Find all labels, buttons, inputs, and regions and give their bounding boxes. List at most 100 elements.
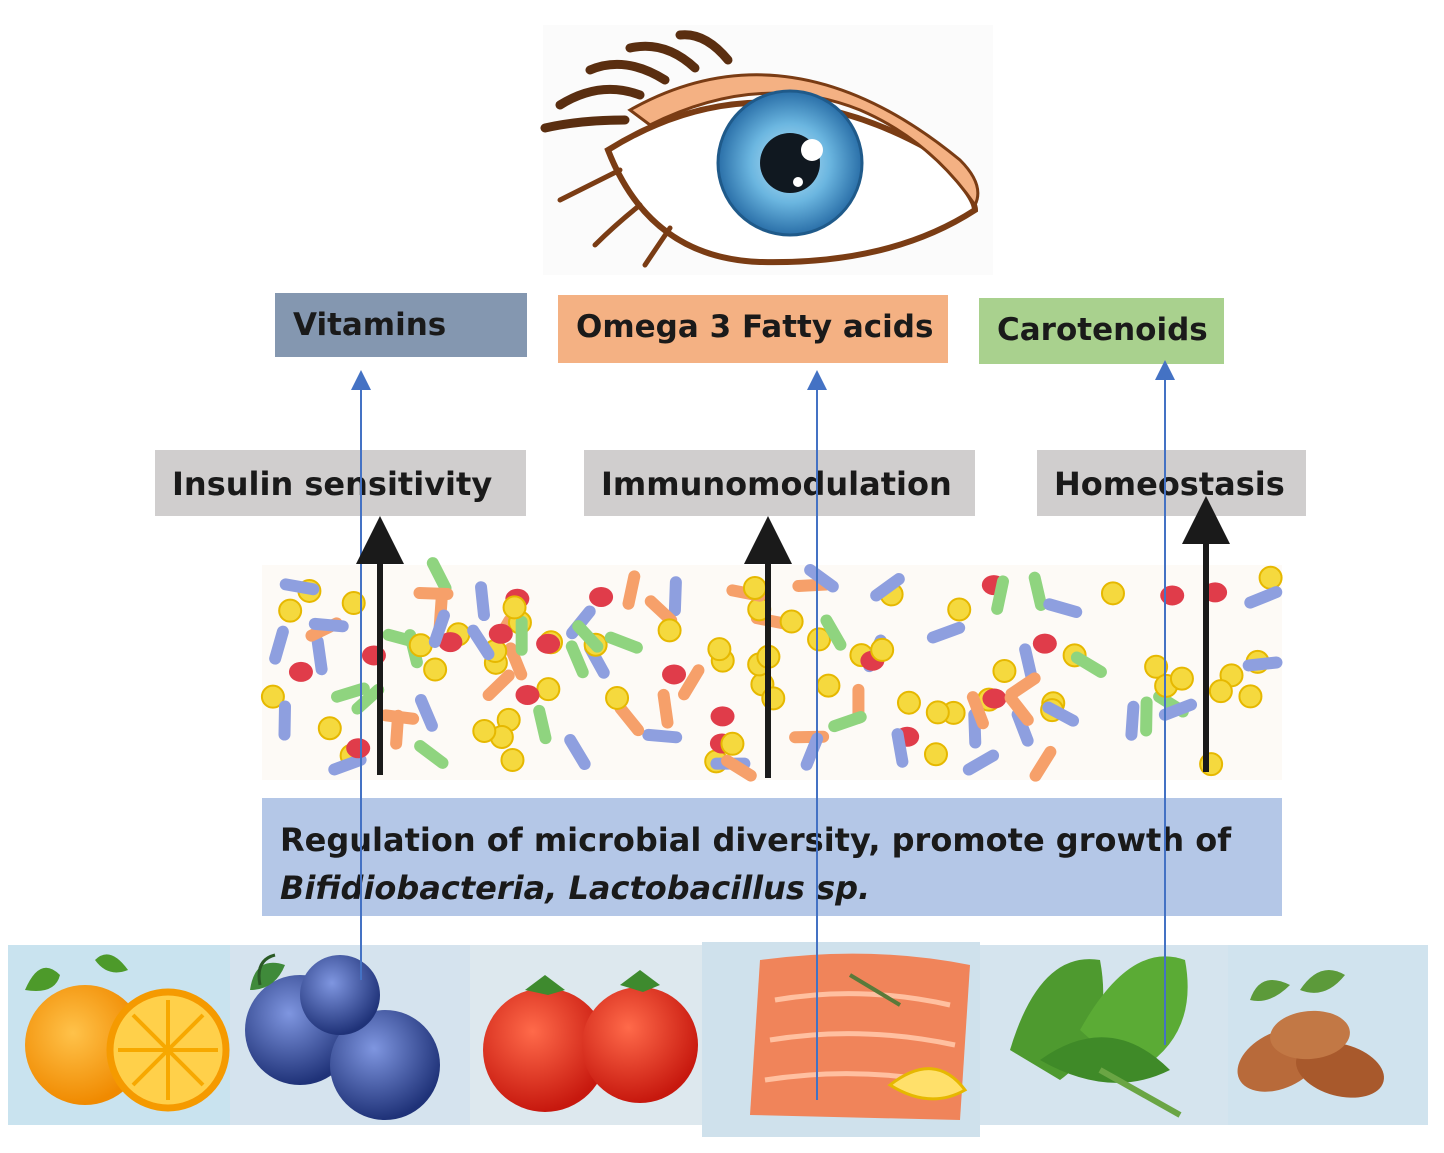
- spinach-icon: [980, 945, 1228, 1125]
- red-microbe: [1160, 585, 1185, 606]
- rod-microbe: [504, 642, 528, 681]
- cocci-microbe: [807, 627, 832, 652]
- rod-microbe: [1004, 691, 1034, 726]
- red-microbe: [488, 623, 513, 644]
- food-strip: [8, 942, 1428, 1137]
- cocci-microbe: [1144, 654, 1169, 679]
- nutrient-box-omega3: Omega 3 Fatty acids: [558, 295, 948, 363]
- cocci-microbe: [707, 637, 732, 662]
- rod-microbe: [828, 711, 867, 733]
- rod-microbe: [1011, 708, 1034, 747]
- rod-microbe: [475, 581, 490, 622]
- rod-microbe: [413, 586, 454, 600]
- red-microbe: [1032, 633, 1057, 654]
- rod-microbe: [351, 683, 385, 715]
- cocci-microbe: [1169, 666, 1194, 691]
- rod-microbe: [428, 609, 450, 648]
- regulation-box: Regulation of microbial diversity, promo…: [262, 798, 1282, 916]
- red-microbe: [589, 586, 614, 607]
- red-microbe: [346, 738, 371, 759]
- cocci-microbe: [925, 700, 950, 725]
- red-microbe: [536, 633, 561, 654]
- rod-microbe: [482, 669, 515, 702]
- rod-microbe: [308, 617, 349, 633]
- rod-microbe: [962, 749, 1000, 776]
- rod-microbe: [269, 625, 289, 665]
- rod-microbe: [1242, 656, 1283, 672]
- nutrient-box-carotenoids: Carotenoids: [979, 298, 1224, 364]
- cocci-microbe: [1258, 565, 1283, 590]
- cocci-microbe: [779, 609, 804, 634]
- rod-microbe: [1244, 586, 1283, 609]
- cocci-microbe: [992, 658, 1017, 683]
- red-microbe: [438, 632, 463, 653]
- red-microbe: [361, 645, 386, 666]
- rod-microbe: [891, 728, 909, 768]
- rod-microbe: [515, 615, 528, 656]
- rod-microbe: [622, 570, 641, 610]
- salmon-icon: [702, 942, 980, 1137]
- cocci-microbe: [278, 598, 303, 623]
- cocci-microbe: [947, 597, 972, 622]
- regulation-line-1: Regulation of microbial diversity, promo…: [280, 821, 1232, 859]
- rod-microbe: [820, 614, 847, 651]
- red-microbe: [515, 684, 540, 705]
- cocci-microbe: [260, 684, 285, 709]
- rod-microbe: [414, 740, 449, 769]
- tomatoes-icon: [470, 945, 702, 1125]
- rod-microbe: [991, 575, 1009, 615]
- eye-icon: [540, 25, 993, 275]
- rod-microbe: [642, 728, 683, 744]
- blueberries-icon: [230, 945, 470, 1125]
- rod-microbe: [657, 688, 674, 729]
- effect-box-immunomodulation: Immunomodulation: [584, 450, 975, 516]
- cocci-microbe: [870, 637, 895, 662]
- rod-microbe: [278, 700, 291, 741]
- nutrient-box-vitamins: Vitamins: [275, 293, 527, 357]
- almonds-icon: [1228, 945, 1428, 1125]
- cocci-microbe: [761, 686, 786, 711]
- rod-microbe: [804, 564, 839, 593]
- rod-microbe: [414, 693, 438, 732]
- rod-microbe: [279, 578, 320, 596]
- effect-box-homeostasis: Homeostasis: [1037, 450, 1306, 516]
- red-microbe: [288, 661, 313, 682]
- rod-microbe: [572, 620, 604, 653]
- regulation-line-2: Bifidiobacteria, Lactobacillus sp.: [280, 869, 871, 907]
- red-microbe: [1203, 582, 1228, 603]
- nutrient-label: Omega 3 Fatty acids: [576, 309, 934, 345]
- rod-microbe: [1125, 700, 1140, 741]
- rod-microbe: [604, 631, 643, 654]
- cocci-microbe: [423, 657, 448, 682]
- cocci-microbe: [472, 718, 497, 743]
- cocci-microbe: [536, 677, 561, 702]
- rod-microbe: [870, 573, 905, 602]
- rod-microbe: [721, 754, 757, 782]
- cocci-microbe: [923, 742, 948, 767]
- rod-microbe: [789, 730, 830, 744]
- rod-microbe: [1070, 651, 1107, 678]
- effect-box-insulin-sensitivity: Insulin sensitivity: [155, 450, 526, 516]
- rod-microbe: [926, 621, 966, 644]
- red-microbe: [710, 706, 735, 727]
- cocci-microbe: [1208, 679, 1233, 704]
- rod-microbe: [1005, 672, 1041, 701]
- cocci-microbe: [605, 685, 630, 710]
- rod-microbe: [564, 733, 591, 770]
- rod-microbe: [966, 691, 989, 730]
- rod-microbe: [1029, 745, 1057, 782]
- rod-microbe: [1043, 598, 1083, 619]
- cocci-microbe: [1100, 581, 1125, 606]
- rod-microbe: [328, 753, 367, 776]
- cocci-microbe: [500, 748, 525, 773]
- rod-microbe: [668, 576, 682, 617]
- rod-microbe: [678, 664, 705, 701]
- nutrient-label: Vitamins: [293, 307, 447, 343]
- cocci-microbe: [720, 731, 745, 756]
- cocci-microbe: [1238, 684, 1263, 709]
- rod-microbe: [1028, 571, 1047, 611]
- cocci-microbe: [408, 633, 433, 658]
- effect-label: Insulin sensitivity: [172, 465, 493, 503]
- cocci-microbe: [756, 644, 781, 669]
